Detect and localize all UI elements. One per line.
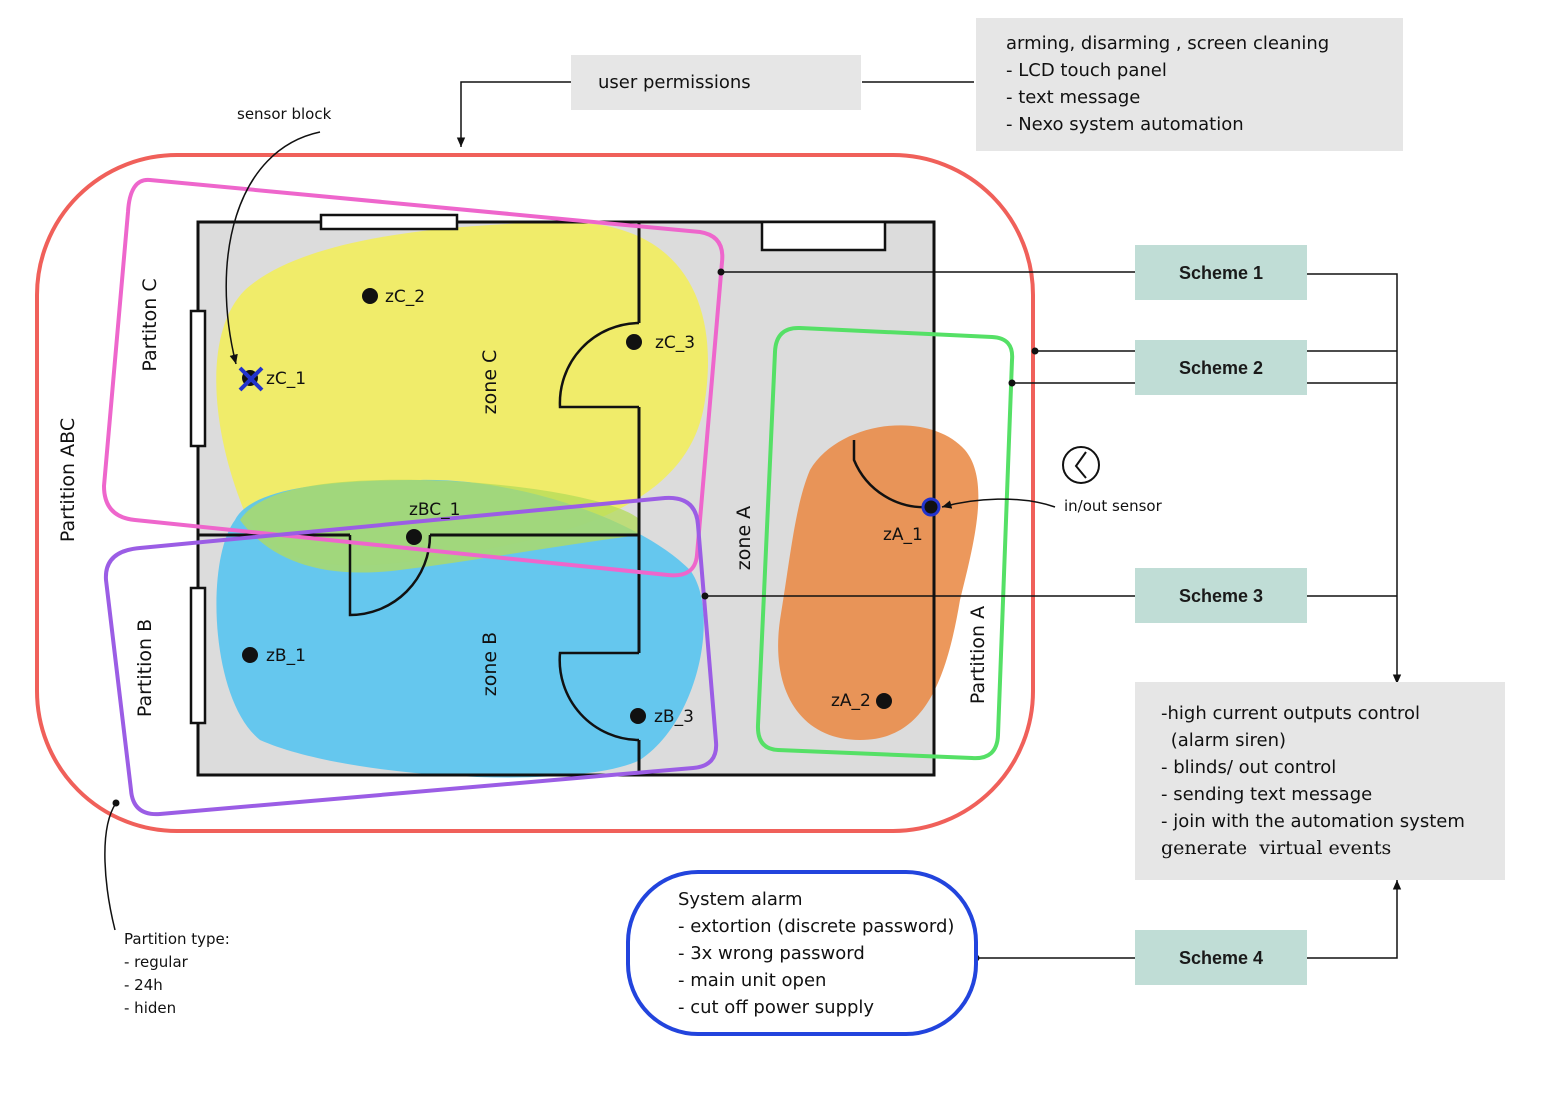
outputs-line-6: generate virtual events: [1161, 837, 1391, 859]
in-out-sensor-label: in/out sensor: [1064, 497, 1163, 515]
windows: [189, 213, 887, 725]
partition-a-label: Partition A: [967, 606, 989, 704]
sensor-zb1-label: zB_1: [266, 646, 306, 666]
partition-type-line-3: - 24h: [124, 976, 163, 994]
sensor-zbc1-dot: [406, 529, 422, 545]
outputs-line-2: (alarm siren): [1165, 730, 1286, 751]
sensor-zb3-dot: [630, 708, 646, 724]
partition-abc-outline: [35, 153, 1035, 833]
permissions-line-1: arming, disarming , screen cleaning: [1006, 33, 1329, 54]
scheme-1-box[interactable]: [1135, 245, 1307, 300]
sensor-zc2-label: zC_2: [385, 287, 425, 307]
scheme-3-label: Scheme 3: [1179, 586, 1263, 606]
sensor-zb3-label: zB_3: [654, 707, 694, 727]
zone-a-label: zone A: [733, 506, 755, 570]
zone-c-area: [216, 221, 709, 566]
system-alarm-line-3: - 3x wrong password: [678, 943, 865, 964]
system-alarm-line-1: System alarm: [678, 889, 803, 910]
permissions-line-4: - Nexo system automation: [1006, 114, 1244, 135]
sensor-zc2-dot: [362, 288, 378, 304]
partition-a-outline: [755, 325, 1015, 761]
sensor-zc3-label: zC_3: [655, 333, 695, 353]
sensor-zbc1-label: zBC_1: [409, 500, 460, 520]
partition-c-label: Partiton C: [139, 278, 161, 371]
scheme-2-box[interactable]: [1135, 340, 1307, 395]
clock-icon: [1062, 446, 1100, 484]
partition-abc-label: Partition ABC: [57, 418, 79, 542]
scheme-4-box[interactable]: [1135, 930, 1307, 985]
sensor-zc1-label: zC_1: [266, 369, 306, 389]
scheme-4-label: Scheme 4: [1179, 948, 1263, 968]
sensor-block-label: sensor block: [237, 105, 332, 123]
partition-type-line-2: - regular: [124, 953, 189, 971]
zone-c-label: zone C: [479, 350, 501, 415]
outputs-line-3: - blinds/ out control: [1161, 757, 1336, 778]
outputs-line-1: -high current outputs control: [1161, 703, 1420, 724]
outputs-line-5: - join with the automation system: [1161, 811, 1465, 832]
permissions-detail-box: [976, 18, 1403, 151]
sensor-za2-dot: [876, 693, 892, 709]
zone-b-label: zone B: [479, 632, 501, 696]
sensor-dots: [242, 288, 892, 724]
connector-dots: [112, 268, 1039, 962]
sensor-block-x-icon: [238, 366, 264, 392]
partition-c-outline: [101, 177, 725, 578]
outputs-line-4: - sending text message: [1161, 784, 1372, 805]
doors: [348, 321, 931, 742]
partition-b-label: Partition B: [134, 619, 156, 717]
system-alarm-line-5: - cut off power supply: [678, 997, 874, 1018]
sensor-za2-label: zA_2: [831, 691, 871, 711]
partition-type-line-1: Partition type:: [124, 930, 230, 948]
zone-bc-overlap: [240, 479, 640, 573]
permissions-line-2: - LCD touch panel: [1006, 60, 1167, 81]
sensor-zb1-dot: [242, 647, 258, 663]
connectors: [104, 81, 1402, 959]
sensor-za1-label: zA_1: [883, 525, 923, 545]
partition-type-line-4: - hiden: [124, 999, 176, 1017]
partition-b-outline: [103, 495, 719, 817]
system-alarm-line-4: - main unit open: [678, 970, 826, 991]
in-out-sensor-dot: [921, 497, 941, 517]
system-alarm-box: [626, 870, 978, 1036]
scheme-3-box[interactable]: [1135, 568, 1307, 623]
user-permissions-label: user permissions: [598, 72, 751, 93]
sensor-zc3-dot: [626, 334, 642, 350]
scheme-1-label: Scheme 1: [1179, 263, 1263, 283]
user-permissions-box: [571, 55, 861, 110]
scheme-2-label: Scheme 2: [1179, 358, 1263, 378]
permissions-line-3: - text message: [1006, 87, 1140, 108]
outputs-box: [1135, 682, 1505, 880]
system-alarm-line-2: - extortion (discrete password): [678, 916, 954, 937]
